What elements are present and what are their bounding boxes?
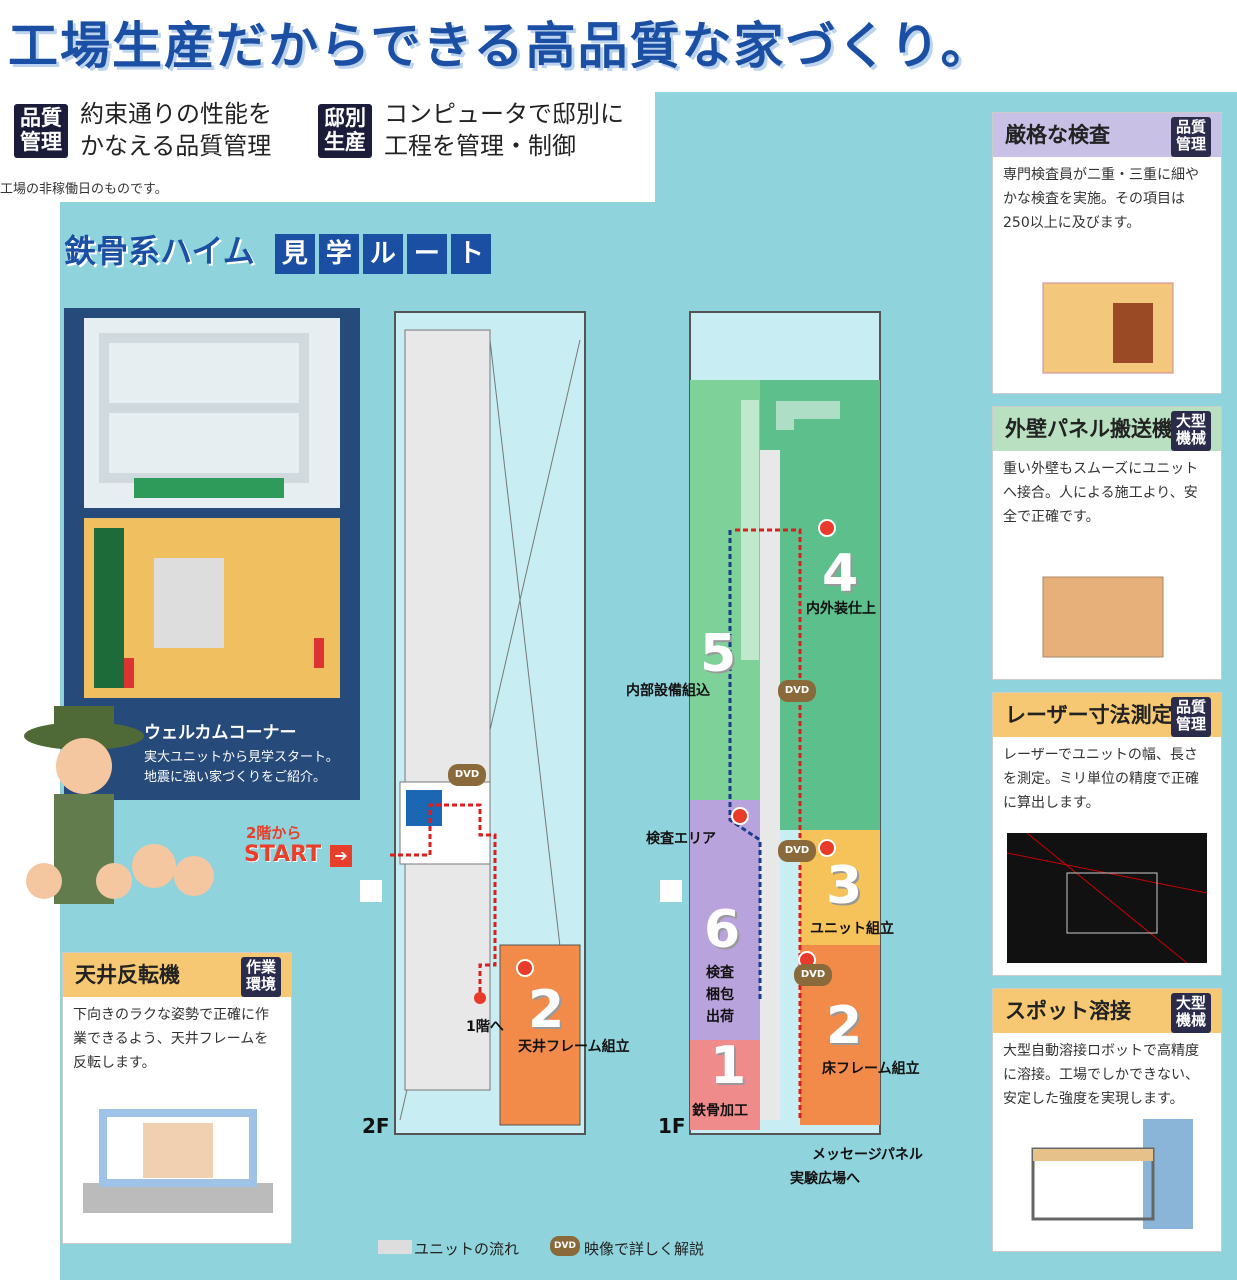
message-panel-label: メッセージパネル: [812, 1147, 923, 1163]
page-title: 工場生産だからできる高品質な家づくり。: [8, 17, 993, 75]
card-ceiling-flip: 天井反転機 作業 環境 下向きのラクな姿勢で正確に作業できるよう、天井フレームを…: [62, 952, 292, 1244]
feature-tag-quality: 品質 管理: [14, 104, 68, 158]
card-spot-welding: スポット溶接 大型 機械 大型自動溶接ロボットで高精度に溶接。工場でしかできない…: [992, 988, 1222, 1252]
start-arrow-icon: ➔: [330, 845, 352, 867]
card-laser: レーザー寸法測定 品質 管理 レーザーでユニットの幅、長さを測定。ミリ単位の精度…: [992, 692, 1222, 976]
panel-carrier-illustration: [1042, 576, 1164, 658]
welcome-panel: ウェルカムコーナー 実大ユニットから見学スタート。地震に強い家づくりをご紹介。: [64, 308, 360, 800]
start-label: START: [244, 842, 322, 867]
station-3-label: ユニット組立: [810, 921, 894, 937]
route-char: ル: [362, 234, 403, 274]
card-body: 専門検査員が二重・三重に細やかな検査を実施。その項目は250以上に及びます。: [1003, 167, 1199, 231]
guide-characters-illustration: [24, 706, 214, 904]
dvd-icon: DVD: [448, 764, 486, 786]
floor-1f-plan: [660, 311, 881, 1135]
route-char: ー: [406, 234, 447, 274]
to-1f-label: 1階へ: [466, 1019, 504, 1035]
unit-flow-arrow-icon: [378, 1240, 412, 1254]
floor-2f-label: 2F: [362, 1114, 390, 1138]
station-1-number: 1: [710, 1036, 747, 1096]
feature-tag-production: 邸別 生産: [318, 104, 372, 158]
experiment-plaza-label: 実験広場へ: [790, 1171, 860, 1187]
dvd-icon: DVD: [778, 680, 816, 702]
feature-panel: 品質 管理 約束通りの性能をかなえる品質管理 邸別 生産 コンピュータで邸別に工…: [0, 92, 655, 202]
feature-text-quality: 約束通りの性能をかなえる品質管理: [80, 100, 272, 160]
feature-text-production: コンピュータで邸別に工程を管理・制御: [384, 100, 624, 160]
welcome-title: ウェルカムコーナー: [144, 723, 297, 743]
route-char: 学: [318, 234, 359, 274]
card-panel-carrier: 外壁パネル搬送機 大型 機械 重い外壁もスムーズにユニットへ接合。人による施工よ…: [992, 406, 1222, 680]
welcome-illustration: [84, 318, 340, 698]
station-5-number: 5: [700, 624, 737, 684]
station-6-number: 6: [704, 900, 741, 960]
station-3-number: 3: [826, 856, 863, 916]
inspection-illustration: [1042, 282, 1174, 374]
route-heading: 鉄骨系ハイム 見学ルート: [64, 226, 495, 274]
legend-video: 映像で詳しく解説: [584, 1240, 705, 1258]
card-tag: 作業 環境: [241, 957, 281, 997]
card-body: レーザーでユニットの幅、長さを測定。ミリ単位の精度で正確に算出します。: [1003, 747, 1199, 811]
station-2f-number: 2: [528, 980, 565, 1040]
footnote: 工場の非稼働日のものです。: [0, 182, 168, 197]
start-from: 2階から: [246, 824, 302, 842]
card-tag: 大型 機械: [1171, 411, 1211, 451]
route-char: 見: [274, 234, 315, 274]
ceiling-flip-illustration: [83, 1109, 273, 1213]
station-2-1f-label: 床フレーム組立: [822, 1061, 920, 1077]
welding-illustration: [1031, 1119, 1193, 1229]
dvd-icon: DVD: [778, 840, 816, 862]
route-title: 鉄骨系ハイム: [64, 232, 255, 270]
station-4-number: 4: [822, 544, 859, 604]
inspection-area-label: 検査エリア: [646, 831, 716, 847]
laser-illustration: [1007, 833, 1207, 963]
card-tag: 品質 管理: [1171, 697, 1211, 737]
floor-2f-plan: [360, 311, 586, 1135]
station-6-label: 検査梱包出荷: [706, 965, 734, 1025]
route-char: ト: [450, 234, 491, 274]
legend-flow: ユニットの流れ: [414, 1240, 520, 1258]
card-tag: 大型 機械: [1171, 993, 1211, 1033]
station-2-1f-number: 2: [826, 996, 863, 1056]
station-2f-label: 天井フレーム組立: [518, 1039, 630, 1055]
dvd-icon: DVD: [550, 1236, 580, 1256]
card-body: 重い外壁もスムーズにユニットへ接合。人による施工より、安全で正確です。: [1003, 461, 1199, 525]
card-body: 下向きのラクな姿勢で正確に作業できるよう、天井フレームを反転します。: [73, 1007, 269, 1071]
station-4-label: 内外装仕上: [806, 601, 876, 617]
welcome-desc: 実大ユニットから見学スタート。地震に強い家づくりをご紹介。: [144, 750, 339, 785]
station-5-label: 内部設備組込: [626, 683, 710, 699]
station-1-label: 鉄骨加工: [692, 1103, 748, 1119]
card-inspection: 厳格な検査 品質 管理 専門検査員が二重・三重に細やかな検査を実施。その項目は2…: [992, 112, 1222, 394]
card-tag: 品質 管理: [1171, 117, 1211, 157]
card-body: 大型自動溶接ロボットで高精度に溶接。工場でしかできない、安定した強度を実現します…: [1003, 1043, 1199, 1107]
floor-1f-label: 1F: [658, 1114, 686, 1138]
dvd-icon: DVD: [794, 964, 832, 986]
